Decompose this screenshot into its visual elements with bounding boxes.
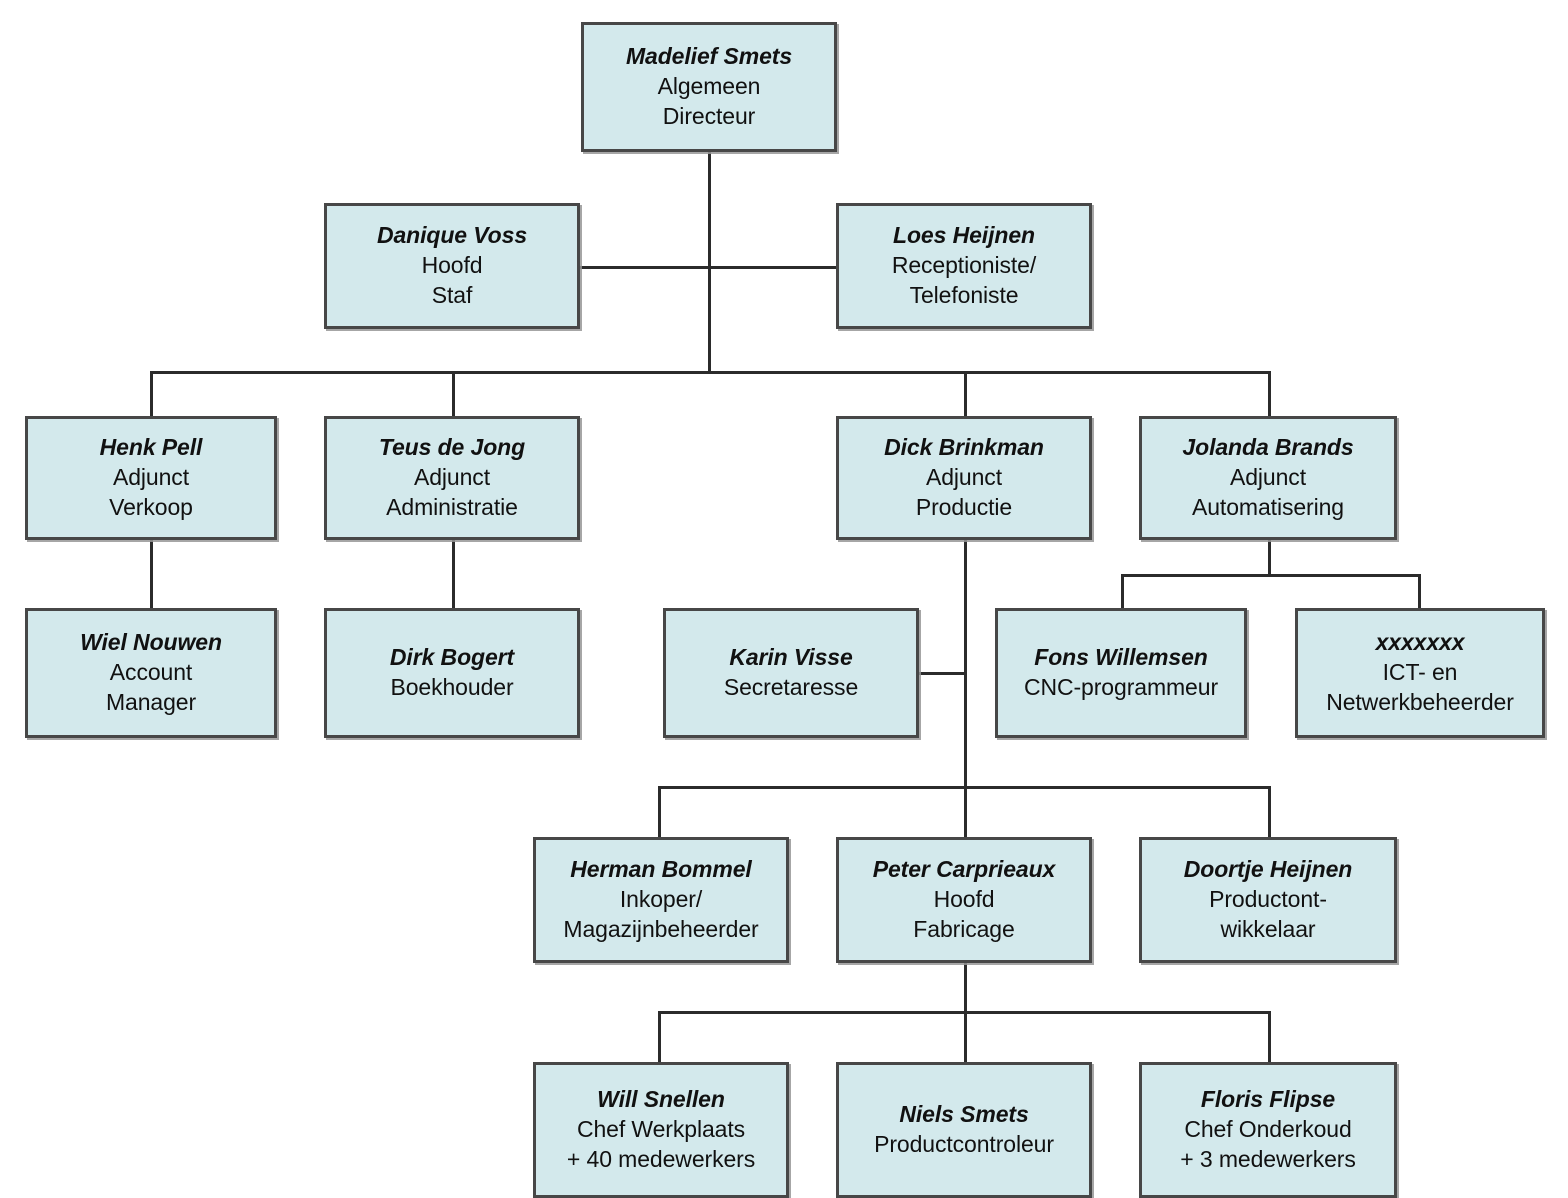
- org-node-role-line: CNC-programmeur: [1023, 674, 1219, 700]
- org-node-name: Fons Willemsen: [1034, 644, 1208, 671]
- org-node-role-line: Automatisering: [1191, 493, 1344, 520]
- org-node-name: xxxxxxx: [1375, 629, 1465, 656]
- org-node-role-line: Productcontroleur: [874, 1131, 1054, 1157]
- org-node-role-line: Adjunct: [413, 464, 490, 491]
- org-node-role-line: Hoofd: [421, 252, 483, 279]
- connector-karin-link: [919, 672, 967, 675]
- org-node-name: Henk Pell: [99, 434, 203, 461]
- org-node-role-line: Magazijnbeheerder: [563, 915, 759, 942]
- org-node-role-line: Secretaresse: [723, 674, 859, 700]
- org-node-role-line: Telefoniste: [909, 281, 1019, 308]
- connector-drop-xxxxxxx: [1418, 574, 1421, 608]
- connector-jolanda-bus: [1121, 574, 1421, 577]
- connector-drop-floris: [1268, 1011, 1271, 1062]
- org-node-name: Will Snellen: [597, 1086, 725, 1113]
- org-node-role-line: Staf: [431, 281, 473, 308]
- org-node-role-line: Algemeen: [657, 73, 761, 100]
- connector-henk-to-wiel: [150, 540, 153, 608]
- org-node-name: Dirk Bogert: [389, 644, 515, 671]
- connector-carprieaux-stem: [964, 963, 967, 1011]
- connector-drop-dick-brinkman: [964, 371, 967, 416]
- org-node-name: Teus de Jong: [378, 434, 526, 461]
- org-node-role-line: Adjunct: [925, 464, 1002, 491]
- org-node-role-line: + 40 medewerkers: [566, 1145, 756, 1172]
- connector-drop-henk-pell: [150, 371, 153, 416]
- org-node-role-line: Manager: [105, 688, 197, 715]
- connector-drop-niels: [964, 1011, 967, 1062]
- connector-staff-bar-left: [580, 266, 710, 269]
- connector-drop-jolanda-brands: [1268, 371, 1271, 416]
- org-node-name: Dick Brinkman: [884, 434, 1044, 461]
- org-node-role-line: Administratie: [386, 493, 518, 520]
- connector-jolanda-stem: [1268, 540, 1271, 574]
- org-node-name: Jolanda Brands: [1182, 434, 1354, 461]
- org-node-role-line: + 3 medewerkers: [1180, 1145, 1356, 1172]
- org-node-role-line: Receptioniste/: [891, 252, 1037, 279]
- org-node-name: Loes Heijnen: [893, 222, 1035, 249]
- org-node-role-line: Chef Werkplaats: [576, 1116, 746, 1143]
- connector-drop-herman: [658, 786, 661, 837]
- org-node-role-line: Fabricage: [913, 915, 1015, 942]
- connector-adjunct-bus: [150, 371, 1270, 374]
- connector-teus-to-dirk: [452, 540, 455, 608]
- connector-drop-doortje: [1268, 786, 1271, 837]
- org-node-name: Floris Flipse: [1200, 1086, 1336, 1113]
- org-node-role-line: Directeur: [662, 102, 756, 129]
- org-node-name: Peter Carprieaux: [872, 856, 1056, 883]
- org-node-name: Herman Bommel: [570, 856, 752, 883]
- org-node-role-line: wikkelaar: [1220, 915, 1316, 942]
- connector-staff-bar-right: [708, 266, 836, 269]
- connector-production-bus: [658, 786, 1270, 789]
- org-node-role-line: Netwerkbeheerder: [1326, 688, 1514, 715]
- org-node-role-line: Productont-: [1209, 886, 1327, 913]
- connector-drop-fons: [1121, 574, 1124, 608]
- org-node-name: Danique Voss: [376, 222, 528, 249]
- connector-brinkman-spine: [964, 540, 967, 837]
- org-node-name: Karin Visse: [729, 644, 853, 671]
- org-node-role-line: Hoofd: [933, 886, 995, 913]
- org-node-role-line: Account: [109, 659, 193, 686]
- connector-drop-will: [658, 1011, 661, 1062]
- org-node-role-line: Chef Onderkoud: [1184, 1116, 1352, 1143]
- connector-drop-teus-de-jong: [452, 371, 455, 416]
- org-node-name: Niels Smets: [899, 1101, 1029, 1128]
- org-node-name: Doortje Heijnen: [1183, 856, 1353, 883]
- connector-trunk-top: [708, 152, 711, 371]
- org-node-role-line: Adjunct: [112, 464, 189, 491]
- org-node-name: Madelief Smets: [625, 43, 793, 70]
- org-node-role-line: ICT- en: [1382, 659, 1458, 686]
- org-node-role-line: Verkoop: [109, 493, 193, 520]
- org-node-role-line: Boekhouder: [390, 674, 514, 700]
- org-node-role-line: Adjunct: [1229, 464, 1306, 491]
- org-node-name: Wiel Nouwen: [80, 629, 222, 656]
- org-node-role-line: Inkoper/: [619, 886, 703, 913]
- org-node-role-line: Productie: [915, 493, 1013, 520]
